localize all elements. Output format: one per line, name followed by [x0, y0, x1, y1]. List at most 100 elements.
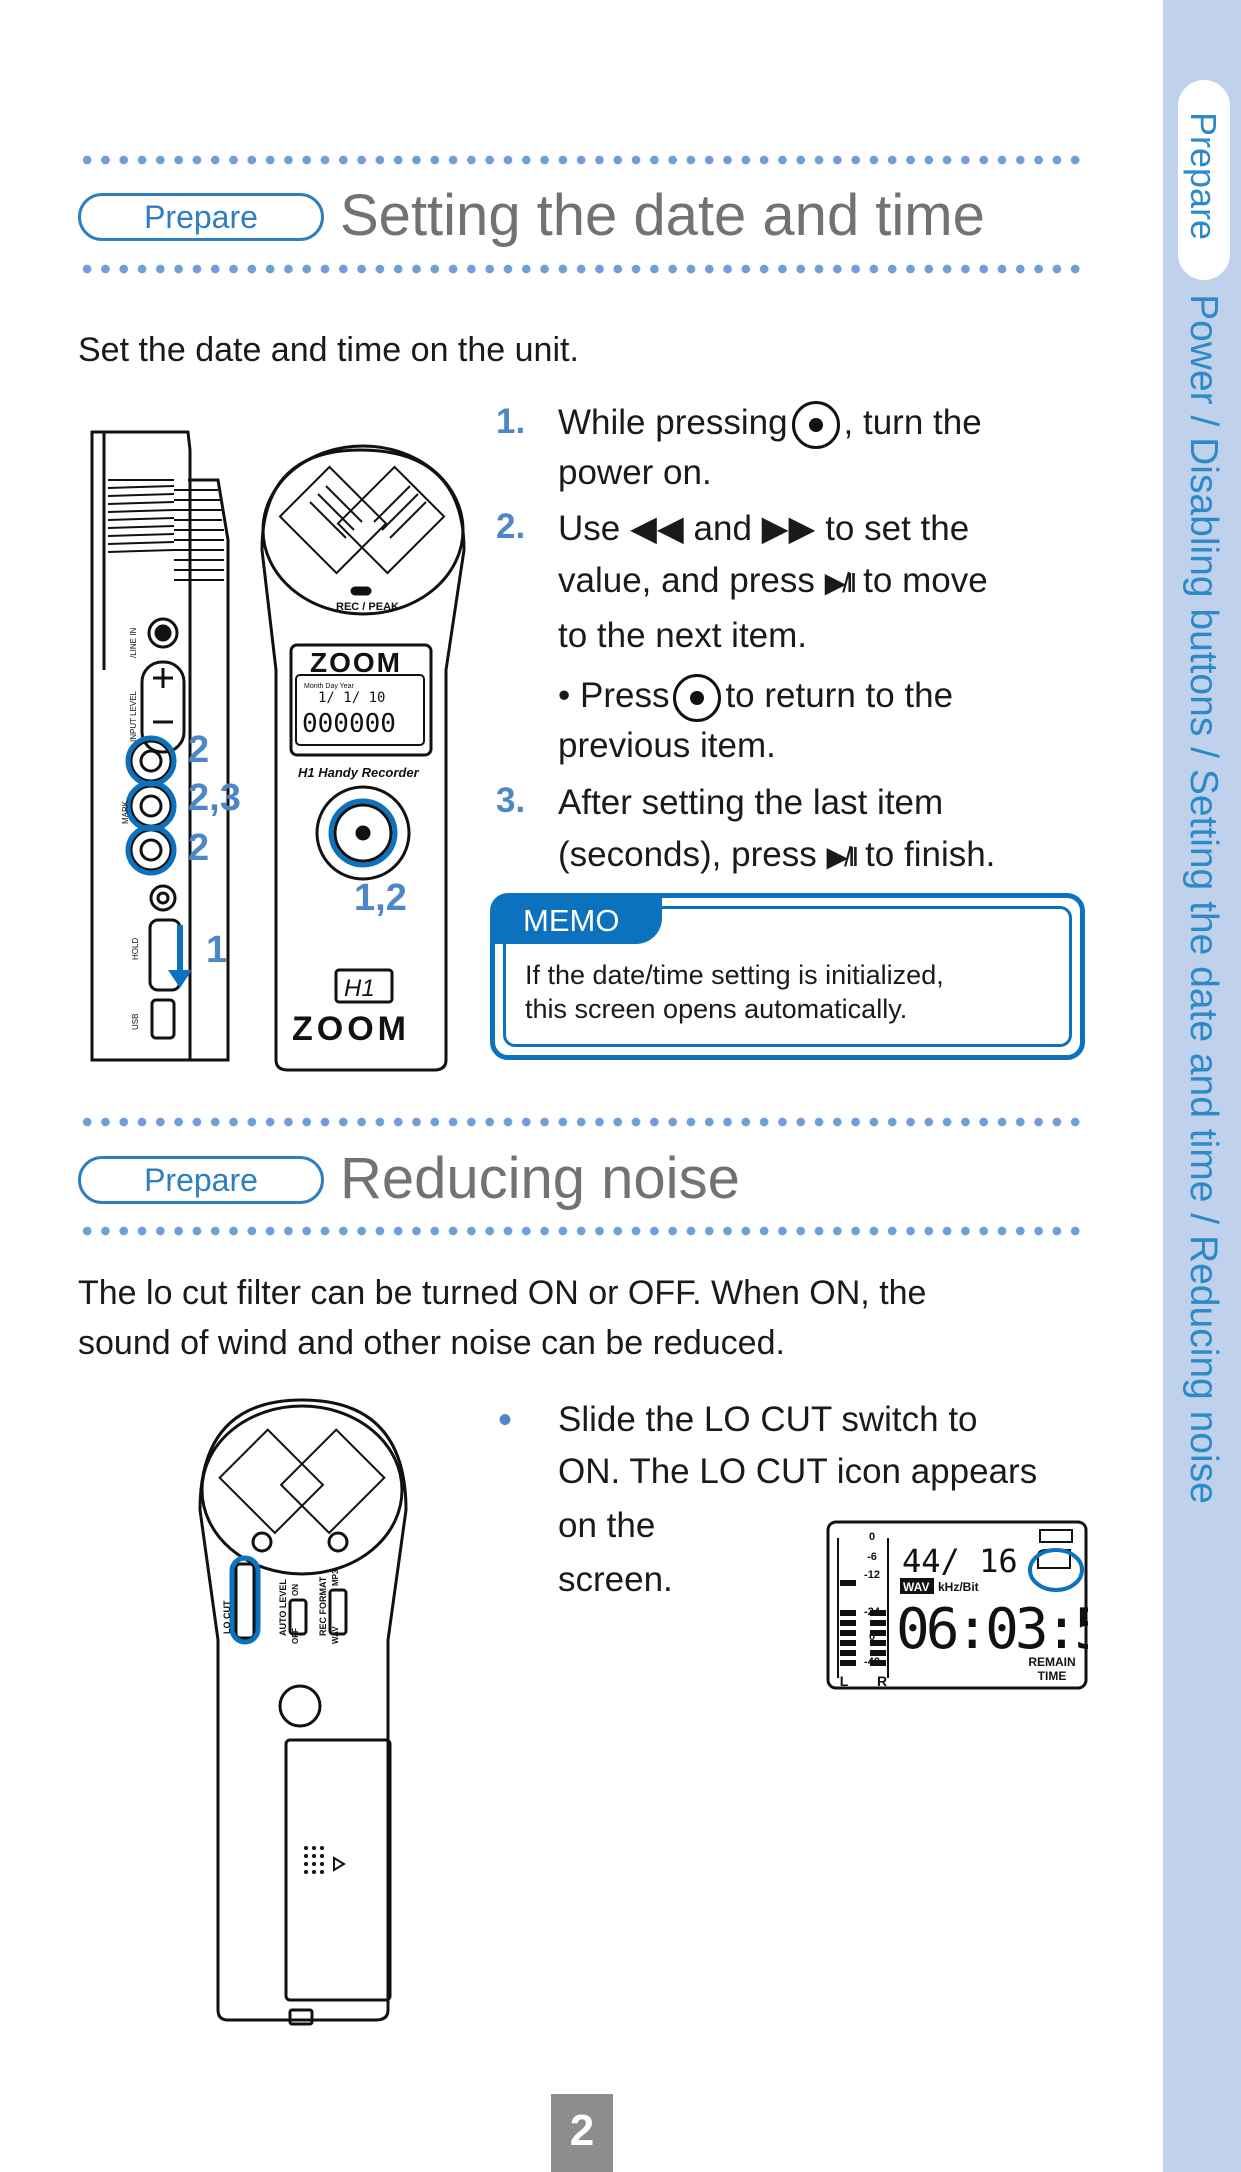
lcd-unit: kHz/Bit	[938, 1580, 979, 1594]
lcd-scale-0b: 0	[869, 1631, 875, 1643]
step-2-line1: Use ◀◀ and ▶▶ to set the	[558, 509, 970, 548]
lcd-right: R	[877, 1673, 887, 1689]
prepare-badge: Prepare	[78, 193, 324, 241]
lo-cut-line1: Slide the LO CUT switch to	[558, 1400, 978, 1439]
step-number: 2.	[496, 507, 526, 546]
label-hold: HOLD	[131, 938, 140, 960]
brand-logo-top: ZOOM	[310, 647, 402, 678]
hold-arrow-icon	[168, 925, 192, 988]
callout-2-3: 2,3	[188, 777, 241, 819]
lcd-scale-6: -6	[867, 1551, 877, 1563]
callout-2a: 2	[188, 729, 209, 771]
lcd-date: 1/ 1/ 10	[318, 690, 385, 706]
step-2-line3: to the next item.	[558, 616, 808, 655]
section-intro: The lo cut filter can be turned ON or OF…	[78, 1268, 926, 1368]
step-number: 1.	[496, 402, 526, 441]
dotted-rule	[78, 1226, 1086, 1236]
label-input-level: INPUT LEVEL	[129, 690, 138, 742]
lo-cut-line3: on the	[558, 1506, 656, 1545]
callout-1-2: 1,2	[354, 877, 407, 919]
sidebar-chapter-title: Power / Disabling buttons / Setting the …	[1182, 294, 1225, 1504]
lo-cut-line4: screen.	[558, 1560, 673, 1599]
recorder-side-front-illustration: /LINE IN INPUT LEVEL MARK HOLD USB 2 2,3…	[90, 430, 466, 1072]
lcd-digits: 000000	[302, 709, 396, 739]
lcd-left: L	[840, 1673, 849, 1689]
label-mp3: MP3	[331, 1569, 340, 1586]
intro-line: sound of wind and other noise can be red…	[78, 1324, 785, 1362]
sidebar-tab-label: Prepare	[1183, 112, 1224, 241]
step-2-line2: value, and press ▶/II to move	[558, 555, 988, 609]
recorder-side-view	[90, 430, 230, 1062]
lcd-remain: REMAIN	[1028, 1655, 1075, 1669]
recorder-back-illustration: LO CUT AUTO LEVEL REC FORMAT OFF ON WAV …	[198, 1398, 408, 2026]
step-text: to return to the	[725, 676, 954, 715]
step-text: (seconds), press	[558, 835, 817, 874]
step-text: • Press	[558, 676, 670, 715]
step-2-note-line1: • Press to return to the	[558, 670, 953, 722]
lcd-sample-rate: 44/ 16	[902, 1542, 1018, 1580]
lcd-display: 0 -6 -12 -24 0 -40 L R 44/ 16 WAV kHz/Bi…	[826, 1520, 1088, 1690]
label-usb: USB	[131, 1014, 140, 1030]
lo-cut-callout	[229, 1555, 261, 1645]
section-title-reducing-noise: Reducing noise	[340, 1146, 740, 1211]
lcd-scale-12: -12	[864, 1569, 880, 1581]
memo-label: MEMO	[495, 898, 662, 944]
label-rec-format: REC FORMAT	[318, 1576, 328, 1636]
step-text: to finish.	[865, 835, 996, 874]
callout-1: 1	[206, 929, 227, 971]
label-rec-peak: REC / PEAK	[336, 601, 399, 613]
section-intro: Set the date and time on the unit.	[78, 331, 579, 369]
prepare-badge: Prepare	[78, 1156, 324, 1204]
recorder-front-view	[260, 444, 466, 1072]
lcd-scale-24: -24	[864, 1606, 881, 1618]
battery-icon	[1039, 1529, 1073, 1543]
brand-logo-bottom: ZOOM	[292, 1010, 410, 1048]
dotted-rule	[78, 155, 1086, 165]
section-title-date-time: Setting the date and time	[340, 183, 985, 248]
step-text: , turn the	[843, 403, 982, 442]
lo-cut-line2: ON. The LO CUT icon appears	[558, 1452, 1038, 1491]
dial-callout-circle	[328, 798, 398, 868]
label-off: OFF	[291, 1628, 300, 1644]
sidebar	[1163, 0, 1241, 2172]
step-number: 3.	[496, 781, 526, 820]
label-model: H1 Handy Recorder	[298, 765, 420, 780]
lcd-scale-0: 0	[869, 1531, 875, 1543]
lo-cut-icon-callout	[1028, 1548, 1084, 1592]
step-text: While pressing	[558, 403, 788, 442]
sidebar-tab[interactable]	[1178, 80, 1230, 280]
step-3-line2: (seconds), press ▶/II to finish.	[558, 829, 995, 883]
memo-box: MEMO If the date/time setting is initial…	[490, 893, 1085, 1060]
lcd-format: WAV	[903, 1580, 929, 1594]
lcd-time-label: TIME	[1038, 1669, 1067, 1683]
label-on: ON	[291, 1584, 300, 1596]
step-3-line1: After setting the last item	[558, 783, 944, 822]
step-1-line1: While pressing , turn the	[558, 397, 982, 449]
label-wav: WAV	[331, 1626, 340, 1644]
play-pause-icon: ▶/II	[826, 841, 859, 872]
dotted-rule	[78, 264, 1086, 274]
lcd-scale-40: -40	[864, 1656, 880, 1668]
memo-line: this screen opens automatically.	[525, 994, 908, 1024]
sidebar-title: PreparePower / Disabling buttons / Setti…	[1168, 112, 1238, 1812]
memo-line: If the date/time setting is initialized,	[525, 960, 944, 990]
lcd-time: 06:03:58	[896, 1597, 1088, 1662]
callout-2b: 2	[188, 827, 209, 869]
label-lo-cut: LO CUT	[222, 1600, 232, 1634]
step-1-line2: power on.	[558, 453, 712, 492]
label-line-in: /LINE IN	[129, 628, 138, 658]
label-auto-level: AUTO LEVEL	[278, 1579, 288, 1636]
bullet-icon: •	[498, 1398, 513, 1442]
step-text: to move	[863, 561, 988, 600]
memo-text: If the date/time setting is initialized,…	[525, 958, 944, 1026]
record-button-icon	[791, 400, 840, 449]
step-text: value, and press	[558, 561, 815, 600]
step-2-note-line2: previous item.	[558, 726, 776, 765]
intro-line: The lo cut filter can be turned ON or OF…	[78, 1274, 927, 1312]
dotted-rule	[78, 1117, 1086, 1127]
label-mark: MARK	[121, 800, 130, 824]
lcd-date-header: Month Day Year	[304, 683, 354, 690]
play-pause-icon: ▶/II	[824, 567, 858, 598]
callout-circles	[125, 735, 177, 876]
page-number: 2	[551, 2094, 613, 2172]
